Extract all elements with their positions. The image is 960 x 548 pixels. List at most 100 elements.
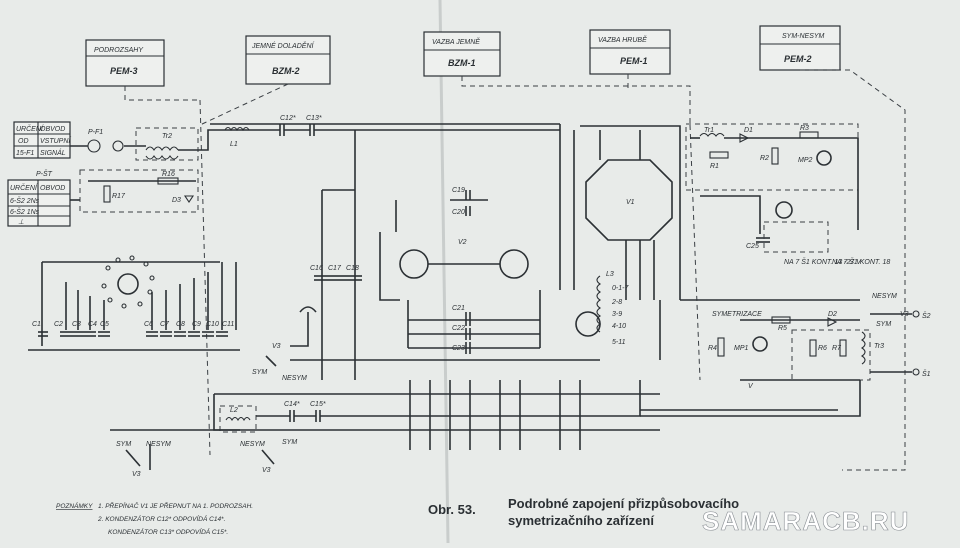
capacitor-c22: C22 <box>452 325 471 340</box>
svg-text:C18: C18 <box>346 265 359 272</box>
capacitor-c19: C19 <box>452 187 471 200</box>
table-cell: URČENÍ <box>16 124 44 133</box>
table-cell: 15-F1 <box>16 150 34 157</box>
label-r4: R4 <box>708 345 717 352</box>
svg-text:C16: C16 <box>310 265 323 272</box>
label-sym: SYM <box>282 439 297 446</box>
label-d3: D3 <box>172 197 181 204</box>
table-cell: 6-Š2 2Ns <box>10 196 40 205</box>
figure-caption: Obr. 53. Podrobné zapojení přizpůsobovac… <box>428 496 739 528</box>
block-name: BZM-2 <box>272 66 300 76</box>
input-section: P-F1 P-ŠT Tr2 R16 R17 D3 <box>36 127 225 213</box>
label-s1: Š1 <box>922 369 931 378</box>
meter-mp2 <box>816 150 832 166</box>
table-cell: VSTUPNÍ <box>40 136 71 145</box>
svg-text:C10: C10 <box>206 321 219 328</box>
svg-text:C5: C5 <box>100 321 109 328</box>
label-v: V <box>748 383 754 390</box>
coupling-switch-v2: V2 C19 C20 C21 C22 C23 <box>290 187 600 361</box>
label-sym: SYM <box>876 321 891 328</box>
block-title: SYM-NESYM <box>782 33 825 40</box>
label-nesym: NESYM <box>240 441 265 448</box>
label-r1: R1 <box>710 163 719 170</box>
label-sym: SYM <box>116 441 131 448</box>
label-mp1: MP1 <box>734 345 749 352</box>
label-v3: V3 <box>262 467 271 474</box>
switch-v2-right <box>499 249 529 279</box>
block-name: BZM-1 <box>448 58 476 68</box>
tap-label: 0-1-7 <box>612 285 629 292</box>
table-cell: SIGNÁL <box>40 148 66 157</box>
svg-text:C7: C7 <box>160 321 170 328</box>
block-name: PEM-1 <box>620 56 648 66</box>
svg-text:C20: C20 <box>452 209 465 216</box>
table-cell: OBVOD <box>40 185 65 192</box>
label-tr2: Tr2 <box>162 133 172 140</box>
table-outputs: URČENÍ OBVOD 6-Š2 2Ns 6-Š2 1Ns ⊥ <box>7 179 71 227</box>
svg-text:C3: C3 <box>72 321 81 328</box>
block-name: PEM-3 <box>110 66 138 76</box>
label-symetrizace: SYMETRIZACE <box>712 311 762 318</box>
table-input-signal: URČENÍ OBVOD OD VSTUPNÍ 15-F1 SIGNÁL <box>13 121 71 159</box>
capacitor-c20: C20 <box>452 206 471 216</box>
capacitor-c17: C17 <box>328 265 346 281</box>
block-name: PEM-2 <box>784 54 812 64</box>
table-cell: OD <box>18 138 29 145</box>
capacitor-c21: C21 <box>452 305 471 326</box>
svg-text:C9: C9 <box>192 321 201 328</box>
label-tr1: Tr1 <box>704 127 714 134</box>
tap-label: 5-11 <box>612 339 626 346</box>
label-pf1: P-F1 <box>88 129 103 136</box>
svg-text:C8: C8 <box>176 321 185 328</box>
caption-line2: symetrizačního zařízení <box>508 513 654 528</box>
table-cell: 6-Š2 1Ns <box>10 207 40 216</box>
paper-fold <box>438 0 450 544</box>
label-c15: C15* <box>310 401 326 408</box>
bottom-section: SYM NESYM V3 L2 C14* C15* SYM NESYM V3 N… <box>110 343 861 478</box>
label-c13: C13* <box>306 115 322 122</box>
label-l2: L2 <box>230 407 238 414</box>
label-v1: V1 <box>626 199 635 206</box>
capacitor-c23: C23 <box>452 342 471 354</box>
octagon-switch <box>585 159 673 241</box>
capacitor-c10: C10 <box>202 321 219 337</box>
capacitor-c1: C1 <box>32 321 48 337</box>
watermark: SAMARACB.RU <box>702 506 909 536</box>
capacitor-c9: C9 <box>188 321 201 337</box>
label-r2: R2 <box>760 155 769 162</box>
tap-label: 4-10 <box>612 323 626 330</box>
coil-l3 <box>596 275 601 333</box>
block-vazba-hrube: VAZBA HRUBĚ PEM-1 <box>589 29 671 75</box>
label-r16: R16 <box>162 171 175 178</box>
label-kont1: NA 7 Š1 KONT. 13 -27 V <box>784 257 862 266</box>
capacitor-c18: C18 <box>346 265 362 281</box>
block-jemne-doladeni: JEMNÉ DOLADĚNÍ BZM-2 <box>245 35 331 85</box>
capacitor-c6: C6 <box>144 321 158 337</box>
label-v3: V3 <box>132 471 141 478</box>
block-title: VAZBA HRUBĚ <box>598 35 647 44</box>
capacitor-c2: C2 <box>54 321 72 337</box>
label-c14: C14* <box>284 401 300 408</box>
switch-contacts <box>101 255 155 309</box>
switch-rotor <box>117 273 139 295</box>
svg-text:C1: C1 <box>32 321 41 328</box>
notes-line: 2. KONDENZÁTOR C12* ODPOVÍDÁ C14*. <box>97 514 226 523</box>
svg-text:C21: C21 <box>452 305 465 312</box>
tap-label: 3-9 <box>612 311 622 318</box>
block-title: VAZBA JEMNĚ <box>432 37 480 46</box>
label-nesym: NESYM <box>872 293 897 300</box>
label-d1: D1 <box>744 127 753 134</box>
symmetrization-circuit: SYMETRIZACE R5 MP1 R4 R6 R7 D2 Tr3 NESYM… <box>708 293 931 390</box>
label-tr3: Tr3 <box>874 343 884 350</box>
caption-line1: Podrobné zapojení přizpůsobovacího <box>508 496 739 511</box>
connector-pf1 <box>87 139 101 153</box>
range-switch-v1 <box>28 255 240 351</box>
label-r7: R7 <box>832 345 842 352</box>
svg-text:C25: C25 <box>746 243 759 250</box>
label-v3: V3 <box>272 343 281 350</box>
label-nesym: NESYM <box>282 375 307 382</box>
svg-text:C22: C22 <box>452 325 465 332</box>
switch-v2-left <box>399 249 429 279</box>
top-bus: L1 C12* C13* <box>210 115 561 380</box>
